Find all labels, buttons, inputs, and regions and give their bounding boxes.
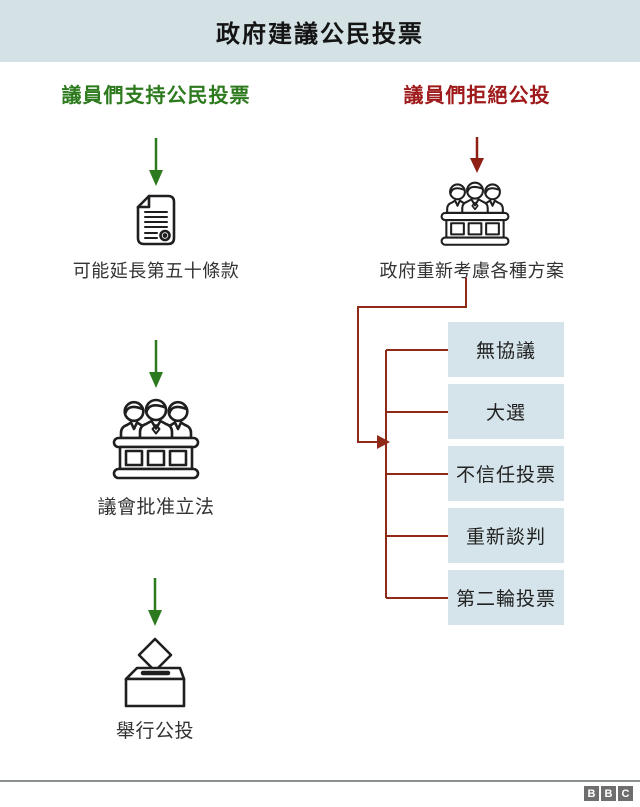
option-box: 無協議	[448, 322, 564, 377]
parliament-icon	[112, 398, 200, 480]
step-label: 可能延長第五十條款	[72, 261, 240, 281]
arrow-down-icon	[149, 138, 163, 186]
step-label: 議會批准立法	[97, 497, 215, 518]
ballot-box-icon	[124, 637, 186, 708]
arrow-down-icon	[470, 137, 484, 173]
document-icon	[136, 194, 176, 246]
step-label: 舉行公投	[115, 721, 194, 742]
option-box: 重新談判	[448, 508, 564, 563]
bbc-logo-block: B	[584, 786, 599, 801]
left-branch-heading: 議員們支持公民投票	[61, 85, 251, 107]
footer-divider	[0, 780, 640, 782]
bbc-logo-block: B	[601, 786, 616, 801]
bbc-logo: B B C	[584, 786, 633, 801]
step-label: 政府重新考慮各種方案	[379, 261, 565, 281]
page-title: 政府建議公民投票	[216, 20, 424, 48]
bbc-logo-block: C	[618, 786, 633, 801]
parliament-icon	[440, 181, 510, 246]
branch-connector	[357, 278, 467, 599]
arrow-down-icon	[148, 578, 162, 626]
header: 政府建議公民投票	[0, 0, 640, 62]
arrow-down-icon	[149, 340, 163, 388]
option-box: 第二輪投票	[448, 570, 564, 625]
option-box: 大選	[448, 384, 564, 439]
right-branch-heading: 議員們拒絕公投	[403, 85, 551, 107]
option-box: 不信任投票	[448, 446, 564, 501]
